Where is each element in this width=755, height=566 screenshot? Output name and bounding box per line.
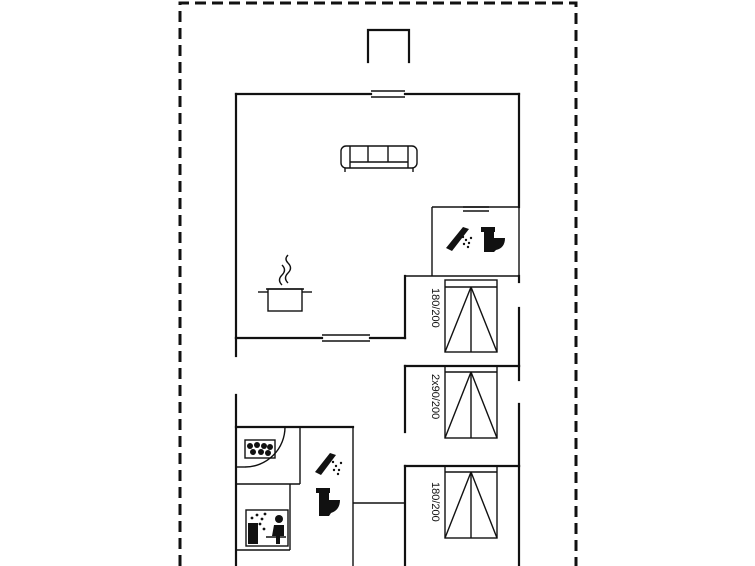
bed-1-label: 180/200 (429, 288, 441, 328)
bed-2-label: 2x90/200 (429, 374, 441, 419)
windows (322, 90, 489, 342)
toilet-icon (481, 227, 505, 252)
chimney (366, 28, 411, 64)
cooking-pot-icon (258, 254, 312, 312)
bed-2 (444, 365, 498, 439)
shower-icon (446, 227, 473, 251)
shower-icon (315, 453, 343, 476)
bed-1 (444, 279, 498, 353)
sauna-icon (245, 509, 289, 547)
bed-3 (444, 465, 498, 539)
bed-3-label: 180/200 (429, 482, 441, 522)
washing-machine-icon (244, 439, 276, 459)
toilet-icon (316, 488, 340, 516)
property-boundary (178, 1, 578, 566)
walls (234, 92, 521, 566)
sofa-icon (340, 145, 418, 172)
door-swings (236, 426, 286, 468)
